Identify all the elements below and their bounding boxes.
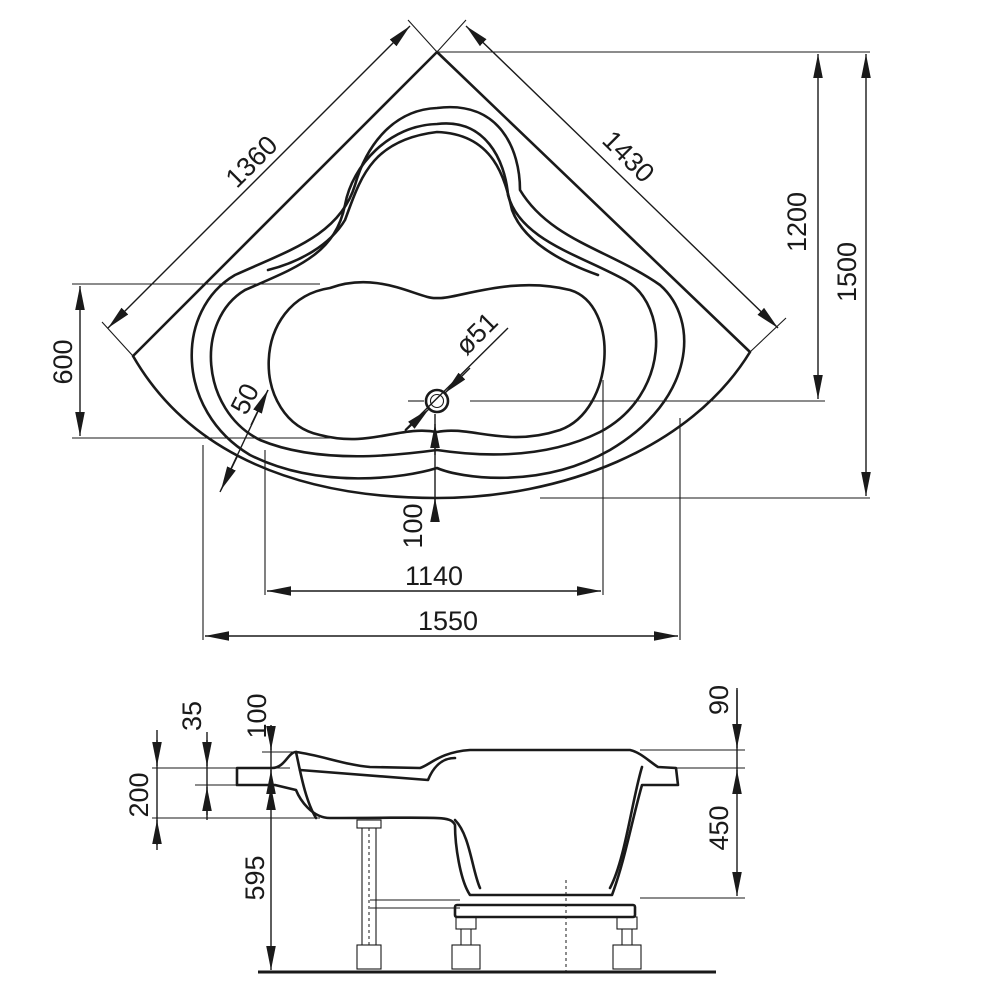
label-1550: 1550 (418, 606, 478, 636)
tub-inner-line-d (608, 765, 644, 890)
label-90: 90 (704, 685, 734, 715)
plan-view: 1360 1430 1200 1500 600 50 ø51 100 1140 … (48, 19, 871, 641)
label-595: 595 (240, 855, 270, 900)
label-100-drain: 100 (398, 503, 428, 548)
basin-outline (267, 281, 606, 441)
drain-inner (429, 393, 445, 409)
label-1500: 1500 (832, 242, 862, 302)
label-50: 50 (225, 379, 265, 419)
label-200: 200 (124, 772, 154, 817)
legs (356, 819, 642, 972)
side-extension-lines (152, 749, 745, 899)
label-100-side: 100 (242, 693, 272, 738)
drain-outer (424, 388, 450, 414)
label-1140: 1140 (405, 561, 463, 591)
tub-inner-line-b (298, 756, 457, 782)
label-600: 600 (48, 339, 78, 384)
dim-arrow-50-b (250, 389, 269, 426)
dim-arrow-d51-b (403, 408, 430, 433)
label-1430: 1430 (597, 125, 661, 189)
base-frame (453, 903, 637, 919)
tub-inner-line-c (453, 818, 482, 890)
dim-line-1360 (107, 25, 411, 329)
tub-profile (235, 748, 680, 897)
label-35: 35 (177, 701, 207, 731)
label-450: 450 (704, 805, 734, 850)
frame-rail (370, 899, 460, 909)
side-view: 35 100 90 200 450 595 (124, 685, 745, 974)
dim-arrow-50-a (220, 454, 239, 491)
dim-arrow-d51-a (444, 367, 471, 394)
label-1200: 1200 (782, 192, 812, 252)
label-d51: ø51 (450, 307, 504, 361)
dim-line-1430 (465, 25, 779, 329)
tub-inner-line-a (294, 750, 318, 820)
